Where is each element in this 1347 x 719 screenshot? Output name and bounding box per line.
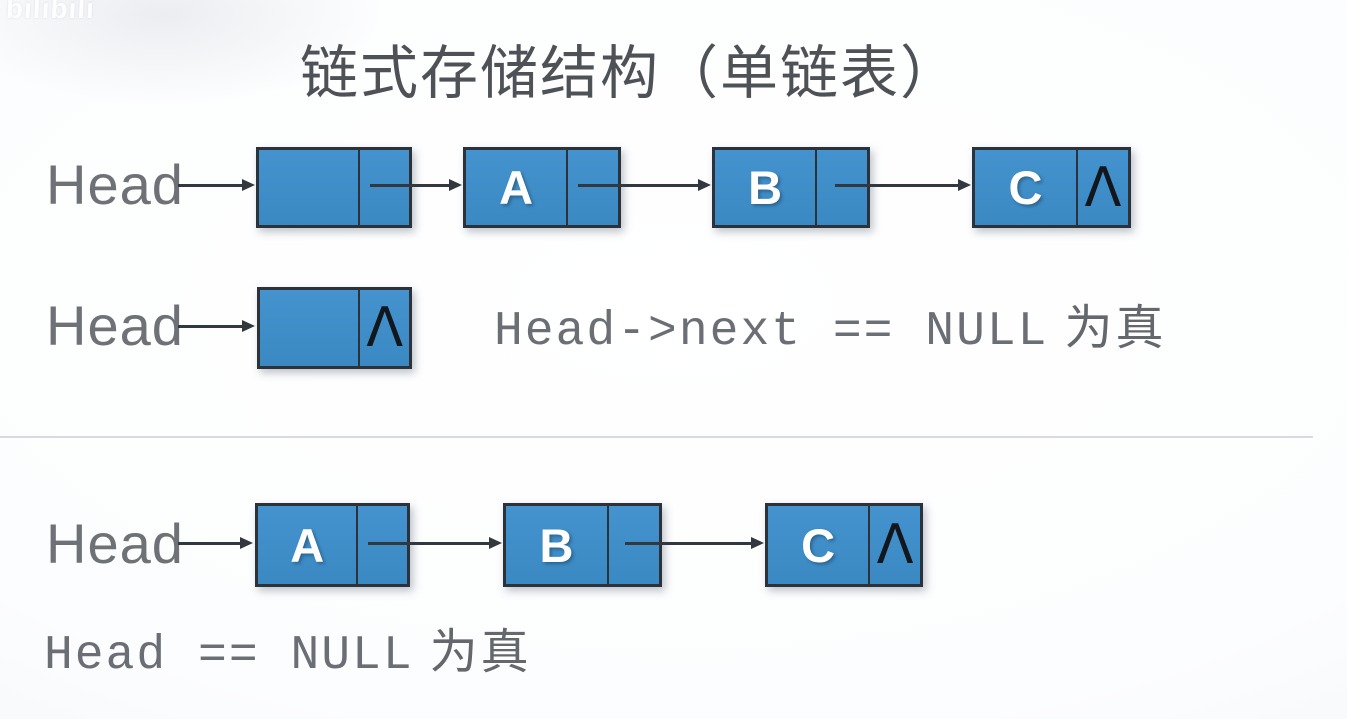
arrow-icon xyxy=(625,537,764,549)
slide-title: 链式存储结构（单链表） xyxy=(300,41,961,106)
node-pointer-cell xyxy=(568,150,618,225)
node-data-cell: A xyxy=(466,150,569,225)
arrow-icon xyxy=(178,320,255,332)
arrow-icon xyxy=(370,179,462,191)
node-data-cell xyxy=(259,150,360,225)
node-pointer-cell: Λ xyxy=(1078,150,1128,225)
null-symbol: Λ xyxy=(1084,155,1122,219)
annotation-null-head: Head == NULL 为真 xyxy=(44,626,532,683)
node-value: A xyxy=(499,161,534,214)
list-node-a: A xyxy=(255,503,410,587)
node-data-cell xyxy=(260,290,361,366)
null-symbol: Λ xyxy=(876,513,914,576)
node-value: C xyxy=(801,518,836,572)
arrow-icon xyxy=(835,179,971,191)
node-data-cell: B xyxy=(715,150,818,225)
node-data-cell: A xyxy=(258,506,359,584)
node-pointer-cell xyxy=(358,506,407,584)
arrow-icon xyxy=(178,537,253,549)
annotation-suffix: 为真 xyxy=(429,626,532,679)
annotation-empty-list: Head->next == NULL 为真 xyxy=(494,302,1167,359)
list-node-c: C Λ xyxy=(765,503,923,587)
arrow-icon xyxy=(368,537,502,549)
node-data-cell: C xyxy=(975,150,1078,225)
node-data-cell: C xyxy=(768,506,871,584)
annotation-code: Head->next == NULL xyxy=(494,305,1049,359)
node-pointer-cell xyxy=(609,506,659,584)
head-pointer-label: Head xyxy=(46,294,184,357)
node-value: C xyxy=(1008,161,1043,214)
node-pointer-cell: Λ xyxy=(870,506,920,584)
node-value: B xyxy=(539,518,574,572)
annotation-code: Head == NULL xyxy=(44,629,414,683)
bilibili-watermark: bilibili xyxy=(5,0,96,24)
list-node-c: C Λ xyxy=(972,147,1131,228)
head-pointer-label: Head xyxy=(46,153,184,216)
section-divider xyxy=(0,436,1313,440)
list-node-head xyxy=(256,147,412,228)
list-node-b: B xyxy=(503,503,662,587)
null-symbol: Λ xyxy=(366,296,404,359)
list-node-a: A xyxy=(463,147,621,228)
arrow-icon xyxy=(578,179,711,191)
node-data-cell: B xyxy=(506,506,609,584)
annotation-suffix: 为真 xyxy=(1064,302,1167,355)
node-value: B xyxy=(748,161,783,214)
head-pointer-label: Head xyxy=(46,512,184,575)
arrow-icon xyxy=(178,179,255,191)
node-pointer-cell xyxy=(360,150,409,225)
list-node-head-empty: Λ xyxy=(257,287,412,369)
list-node-b: B xyxy=(712,147,870,228)
node-pointer-cell: Λ xyxy=(360,290,409,366)
node-pointer-cell xyxy=(817,150,867,225)
node-value: A xyxy=(290,518,325,572)
